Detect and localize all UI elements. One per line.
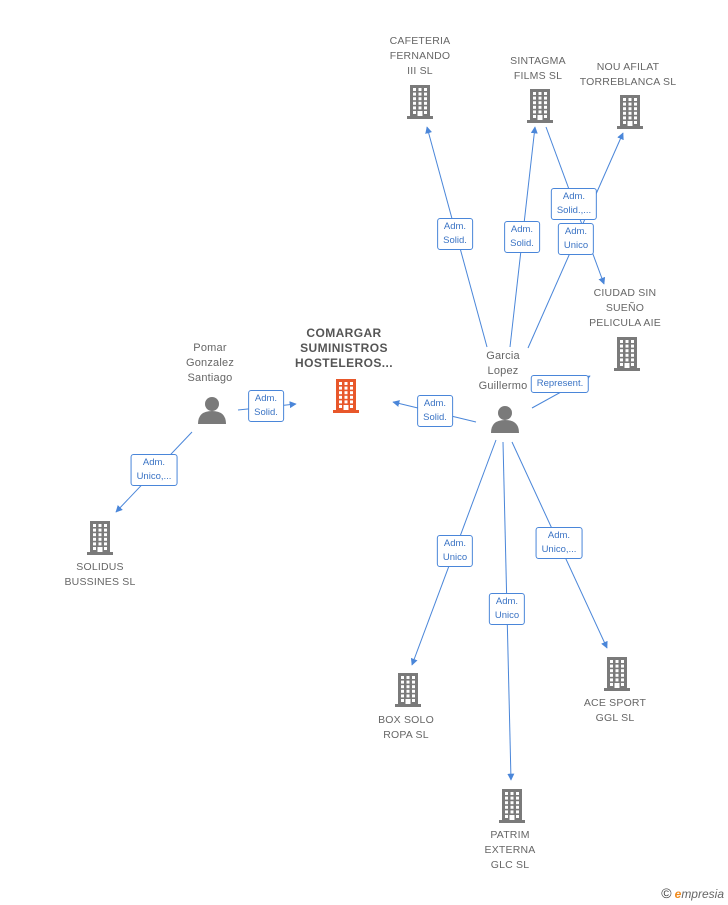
edge-label-garcia-to-sintagma[interactable]: Adm. Solid. <box>504 221 540 253</box>
edge-label-garcia-to-center[interactable]: Adm. Solid. <box>417 395 453 427</box>
person-icon-garcia[interactable] <box>491 406 519 433</box>
edge-label-sintagma-to-ciudad[interactable]: Adm. Solid.,... <box>550 188 598 220</box>
edge-label-pomar-to-center[interactable]: Adm. Solid. <box>248 390 284 422</box>
node-label-boxsolo[interactable]: BOX SOLO ROPA SL <box>378 714 434 741</box>
footer-brand: ©empresia <box>661 885 724 901</box>
building-icon-cafeteria[interactable] <box>407 85 433 119</box>
node-label-garcia[interactable]: Garcia Lopez Guillermo <box>478 350 528 392</box>
edge-label-garcia-to-ciudad[interactable]: Represent. <box>530 375 590 393</box>
node-label-nou[interactable]: NOU AFILAT TORREBLANCA SL <box>579 61 677 88</box>
node-label-center[interactable]: COMARGAR SUMINISTROS HOSTELEROS... <box>295 326 393 370</box>
edge-label-garcia-to-acesport[interactable]: Adm. Unico,... <box>535 527 583 559</box>
node-label-ciudad[interactable]: CIUDAD SIN SUEÑO PELICULA AIE <box>589 287 661 329</box>
edge-label-garcia-to-patrim[interactable]: Adm. Unico <box>488 593 526 625</box>
brand-logo-initial: e <box>674 887 682 901</box>
edges-layer <box>115 126 624 781</box>
building-icon-sintagma[interactable] <box>527 89 553 123</box>
node-label-pomar[interactable]: Pomar Gonzalez Santiago <box>185 342 235 384</box>
building-icon-nou[interactable] <box>617 95 643 129</box>
building-icon-patrim[interactable] <box>499 789 525 823</box>
edge-label-garcia-to-nou[interactable]: Adm. Unico <box>557 223 595 255</box>
node-label-sintagma[interactable]: SINTAGMA FILMS SL <box>510 55 566 82</box>
building-icon-solidus[interactable] <box>87 521 113 555</box>
node-label-acesport[interactable]: ACE SPORT GGL SL <box>583 697 647 724</box>
building-icon-acesport[interactable] <box>604 657 630 691</box>
building-icon-ciudad[interactable] <box>614 337 640 371</box>
edge-label-garcia-to-boxsolo[interactable]: Adm. Unico <box>436 535 474 567</box>
node-label-patrim[interactable]: PATRIM EXTERNA GLC SL <box>484 829 536 871</box>
brand-logo-text: mpresia <box>681 887 724 901</box>
building-icon-center[interactable] <box>333 379 359 413</box>
node-label-cafeteria[interactable]: CAFETERIA FERNANDO III SL <box>389 35 451 77</box>
building-icon-boxsolo[interactable] <box>395 673 421 707</box>
node-label-solidus[interactable]: SOLIDUS BUSSINES SL <box>64 561 136 588</box>
icons-layer <box>87 85 643 823</box>
edge-label-garcia-to-cafeteria[interactable]: Adm. Solid. <box>437 218 473 250</box>
copyright-symbol: © <box>661 885 672 901</box>
edge-label-pomar-to-solidus[interactable]: Adm. Unico,... <box>130 454 178 486</box>
person-icon-pomar[interactable] <box>198 397 226 424</box>
